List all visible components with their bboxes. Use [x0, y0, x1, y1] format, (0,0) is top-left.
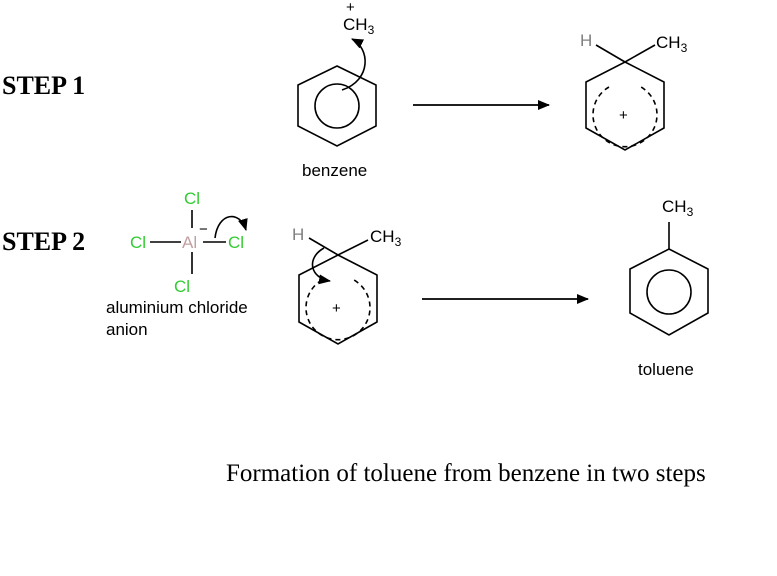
- step2-chloride-curly-arrow: [214, 215, 248, 239]
- aluminium-chloride-anion: Cl Cl Al − Cl Cl: [130, 189, 248, 296]
- step2-label: STEP 2: [2, 227, 85, 256]
- step2-intermediate-charge: +: [332, 300, 341, 317]
- step1-label: STEP 1: [2, 71, 85, 100]
- toluene-methyl: CH3: [662, 197, 694, 219]
- step2-intermediate-methyl: CH3: [370, 227, 402, 249]
- step1-electrophile: CH3: [343, 15, 375, 37]
- step1-curly-arrow: [341, 38, 366, 91]
- alcl4-cl-bottom: Cl: [174, 277, 190, 296]
- step2-intermediate-h: H: [292, 225, 304, 244]
- alcl4-cl-left: Cl: [130, 233, 146, 252]
- step1-intermediate-h: H: [580, 31, 592, 50]
- step2-ch-bond-curly-arrow: [311, 247, 331, 285]
- step2-delocalised-charge-arc: [305, 279, 371, 341]
- step2-arenium-ion: + H CH3: [292, 225, 402, 345]
- step1-intermediate-ring: [585, 61, 665, 151]
- step1-intermediate-charge: +: [619, 107, 628, 124]
- benzene-ring: [297, 65, 377, 147]
- alcl4-cl-right: Cl: [228, 233, 244, 252]
- benzene-name: benzene: [302, 161, 367, 180]
- alcl4-cl-top: Cl: [184, 189, 200, 208]
- step1-electrophile-charge: +: [346, 0, 355, 16]
- toluene-aromatic-circle: [646, 269, 692, 315]
- alcl4-name-line1: aluminium chloride: [106, 298, 248, 317]
- step1-delocalised-charge-arc: [592, 86, 658, 148]
- alcl4-name-line2: anion: [106, 320, 148, 339]
- toluene-ring: [629, 248, 709, 336]
- benzene-molecule: [297, 65, 377, 147]
- benzene-aromatic-circle: [314, 83, 360, 129]
- step1-intermediate-methyl: CH3: [656, 33, 688, 55]
- toluene-name: toluene: [638, 360, 694, 379]
- step1-arenium-ion: + H CH3: [580, 31, 688, 151]
- alcl4-al-charge: −: [199, 221, 208, 238]
- toluene-molecule: CH3: [629, 197, 709, 336]
- figure-caption: Formation of toluene from benzene in two…: [226, 460, 706, 487]
- step2-intermediate-ring: [298, 254, 378, 345]
- alcl4-al: Al: [182, 233, 197, 252]
